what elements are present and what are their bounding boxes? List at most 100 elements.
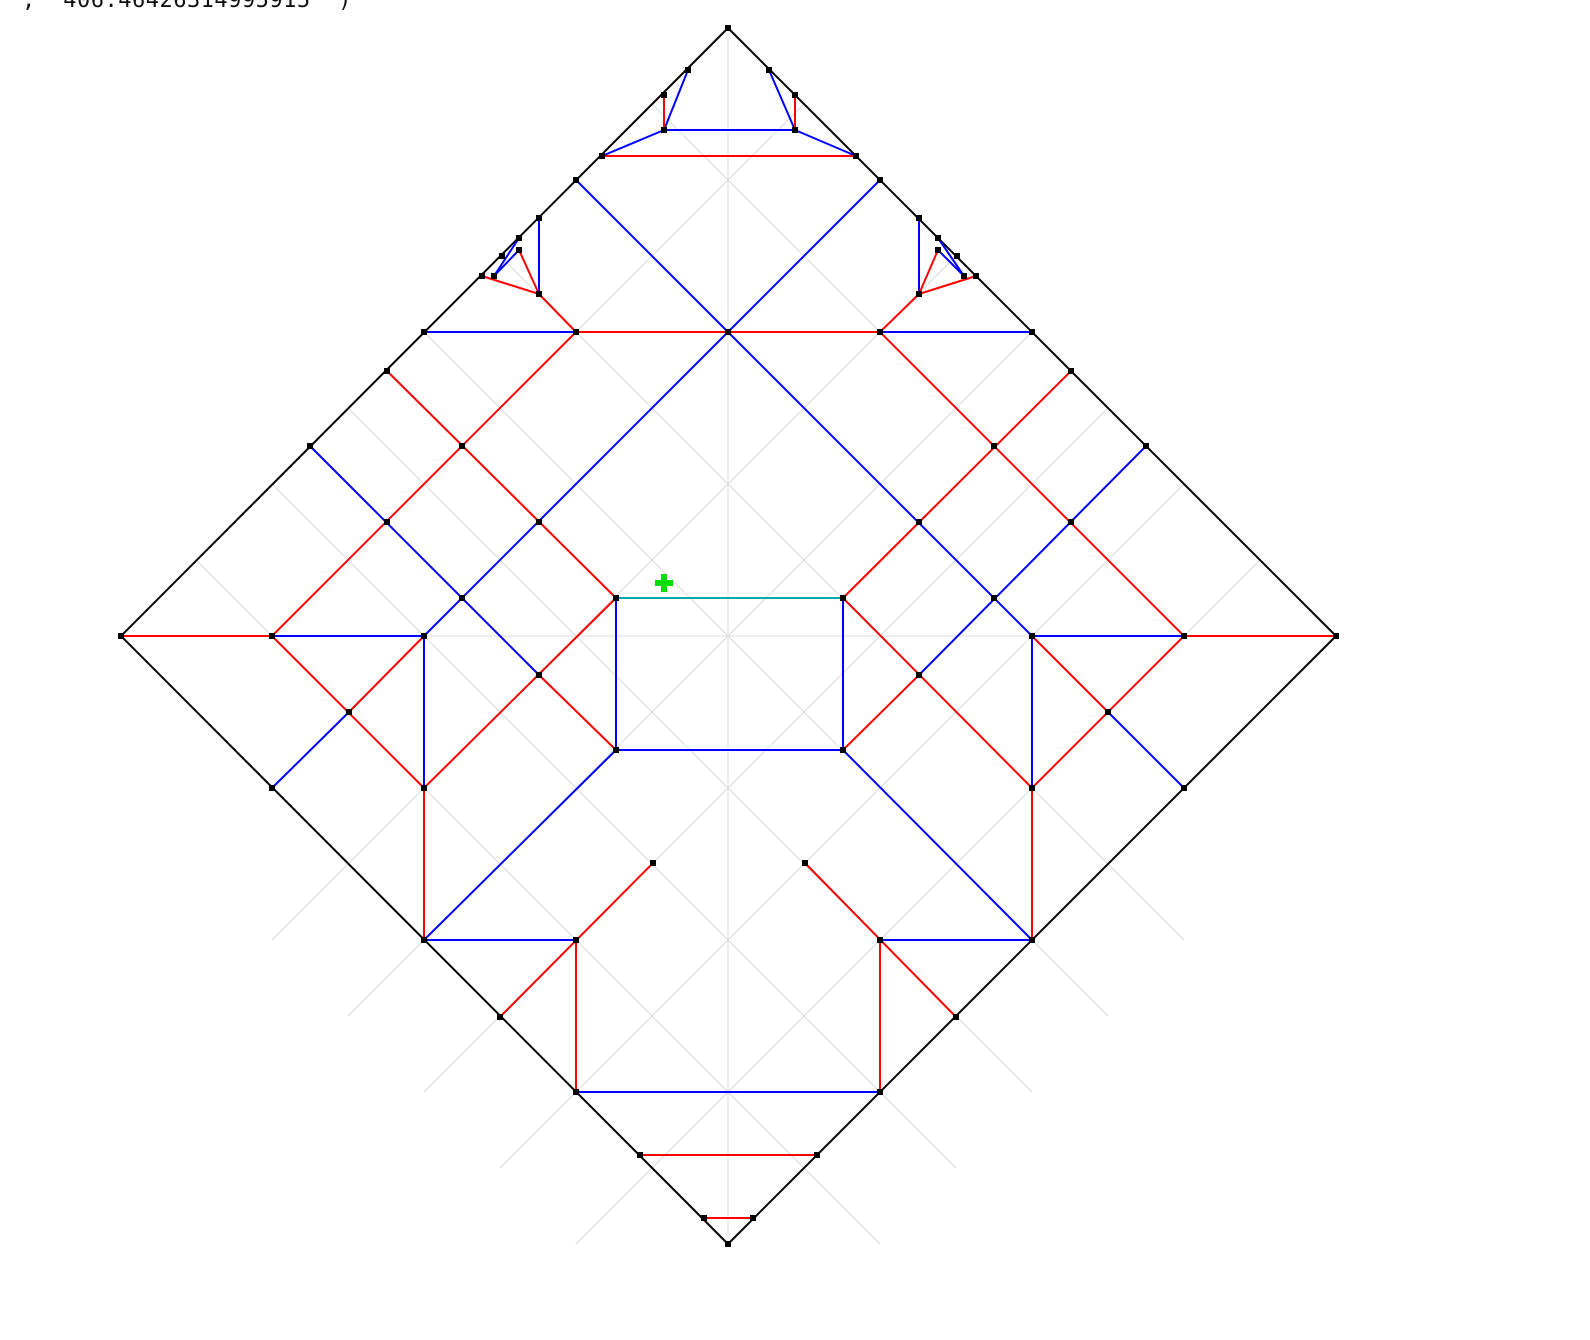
vertex-point[interactable] xyxy=(479,273,485,279)
vertex-point[interactable] xyxy=(725,329,731,335)
mountain-fold-line[interactable] xyxy=(879,293,920,333)
vertex-point[interactable] xyxy=(573,329,579,335)
vertex-point[interactable] xyxy=(661,92,667,98)
vertex-point[interactable] xyxy=(935,247,941,253)
valley-fold-line[interactable] xyxy=(1107,711,1185,789)
valley-fold-line[interactable] xyxy=(493,237,520,277)
vertex-point[interactable] xyxy=(536,291,542,297)
vertex-point[interactable] xyxy=(613,595,619,601)
valley-fold-line[interactable] xyxy=(601,129,665,157)
mountain-fold-line[interactable] xyxy=(538,674,617,751)
vertex-point[interactable] xyxy=(725,25,731,31)
vertex-point[interactable] xyxy=(916,291,922,297)
vertex-point[interactable] xyxy=(536,672,542,678)
vertex-point[interactable] xyxy=(877,937,883,943)
mountain-fold-line[interactable] xyxy=(423,597,617,789)
vertex-point[interactable] xyxy=(573,177,579,183)
valley-fold-line[interactable] xyxy=(842,749,1033,941)
vertex-point[interactable] xyxy=(953,1014,959,1020)
valley-fold-line[interactable] xyxy=(794,129,857,157)
valley-fold-line[interactable] xyxy=(918,445,1147,676)
vertex-point[interactable] xyxy=(750,1215,756,1221)
vertex-point[interactable] xyxy=(840,747,846,753)
vertex-point[interactable] xyxy=(307,443,313,449)
vertex-point[interactable] xyxy=(1029,785,1035,791)
mountain-fold-line[interactable] xyxy=(1031,635,1109,713)
vertex-point[interactable] xyxy=(814,1152,820,1158)
vertex-point[interactable] xyxy=(1333,633,1339,639)
mountain-fold-line[interactable] xyxy=(348,635,425,713)
mountain-fold-line[interactable] xyxy=(918,249,939,295)
vertex-point[interactable] xyxy=(991,443,997,449)
mountain-fold-line[interactable] xyxy=(842,597,1033,789)
mountain-fold-line[interactable] xyxy=(842,674,920,751)
valley-fold-line[interactable] xyxy=(271,711,350,789)
vertex-point[interactable] xyxy=(269,633,275,639)
valley-fold-line[interactable] xyxy=(575,179,729,333)
vertex-point[interactable] xyxy=(1143,443,1149,449)
mountain-fold-line[interactable] xyxy=(386,370,617,599)
vertex-point[interactable] xyxy=(1181,633,1187,639)
vertex-point[interactable] xyxy=(1029,329,1035,335)
valley-fold-line[interactable] xyxy=(493,249,520,277)
mountain-fold-line[interactable] xyxy=(842,370,1072,599)
valley-fold-line[interactable] xyxy=(727,331,1033,637)
vertex-point[interactable] xyxy=(459,443,465,449)
vertex-point[interactable] xyxy=(973,273,979,279)
vertex-point[interactable] xyxy=(685,67,691,73)
vertex-point[interactable] xyxy=(346,709,352,715)
vertex-point[interactable] xyxy=(1029,937,1035,943)
vertex-point[interactable] xyxy=(853,153,859,159)
mountain-fold-line[interactable] xyxy=(538,293,577,333)
vertex-point[interactable] xyxy=(516,235,522,241)
vertex-point[interactable] xyxy=(421,329,427,335)
mountain-fold-line[interactable] xyxy=(481,275,540,295)
vertex-point[interactable] xyxy=(118,633,124,639)
vertex-point[interactable] xyxy=(877,177,883,183)
vertex-point[interactable] xyxy=(701,1215,707,1221)
vertex-point[interactable] xyxy=(573,937,579,943)
mountain-fold-line[interactable] xyxy=(271,331,577,637)
vertex-point[interactable] xyxy=(269,785,275,791)
valley-fold-line[interactable] xyxy=(663,69,689,131)
vertex-point[interactable] xyxy=(792,92,798,98)
vertex-point[interactable] xyxy=(637,1152,643,1158)
vertex-point[interactable] xyxy=(536,215,542,221)
valley-fold-line[interactable] xyxy=(423,331,729,637)
vertex-point[interactable] xyxy=(1105,709,1111,715)
valley-fold-line[interactable] xyxy=(937,237,965,277)
valley-fold-line[interactable] xyxy=(423,749,617,941)
vertex-point[interactable] xyxy=(954,253,960,259)
vertices[interactable] xyxy=(118,25,1339,1247)
crease-lines[interactable] xyxy=(120,69,1337,1219)
vertex-point[interactable] xyxy=(840,595,846,601)
vertex-point[interactable] xyxy=(516,247,522,253)
vertex-point[interactable] xyxy=(497,1014,503,1020)
vertex-point[interactable] xyxy=(1068,368,1074,374)
vertex-point[interactable] xyxy=(421,785,427,791)
vertex-point[interactable] xyxy=(725,1241,731,1247)
vertex-point[interactable] xyxy=(935,235,941,241)
vertex-point[interactable] xyxy=(916,215,922,221)
valley-fold-line[interactable] xyxy=(768,69,796,131)
mountain-fold-line[interactable] xyxy=(518,249,540,295)
vertex-point[interactable] xyxy=(613,747,619,753)
vertex-point[interactable] xyxy=(599,153,605,159)
vertex-point[interactable] xyxy=(1181,785,1187,791)
vertex-point[interactable] xyxy=(573,1089,579,1095)
valley-fold-line[interactable] xyxy=(309,445,540,676)
vertex-point[interactable] xyxy=(499,253,505,259)
vertex-point[interactable] xyxy=(421,937,427,943)
vertex-point[interactable] xyxy=(384,368,390,374)
valley-fold-line[interactable] xyxy=(727,179,881,333)
vertex-point[interactable] xyxy=(802,860,808,866)
vertex-point[interactable] xyxy=(384,519,390,525)
valley-fold-line[interactable] xyxy=(937,249,965,277)
vertex-point[interactable] xyxy=(650,860,656,866)
vertex-point[interactable] xyxy=(459,595,465,601)
vertex-point[interactable] xyxy=(1029,633,1035,639)
vertex-point[interactable] xyxy=(877,1089,883,1095)
vertex-point[interactable] xyxy=(792,127,798,133)
vertex-point[interactable] xyxy=(877,329,883,335)
